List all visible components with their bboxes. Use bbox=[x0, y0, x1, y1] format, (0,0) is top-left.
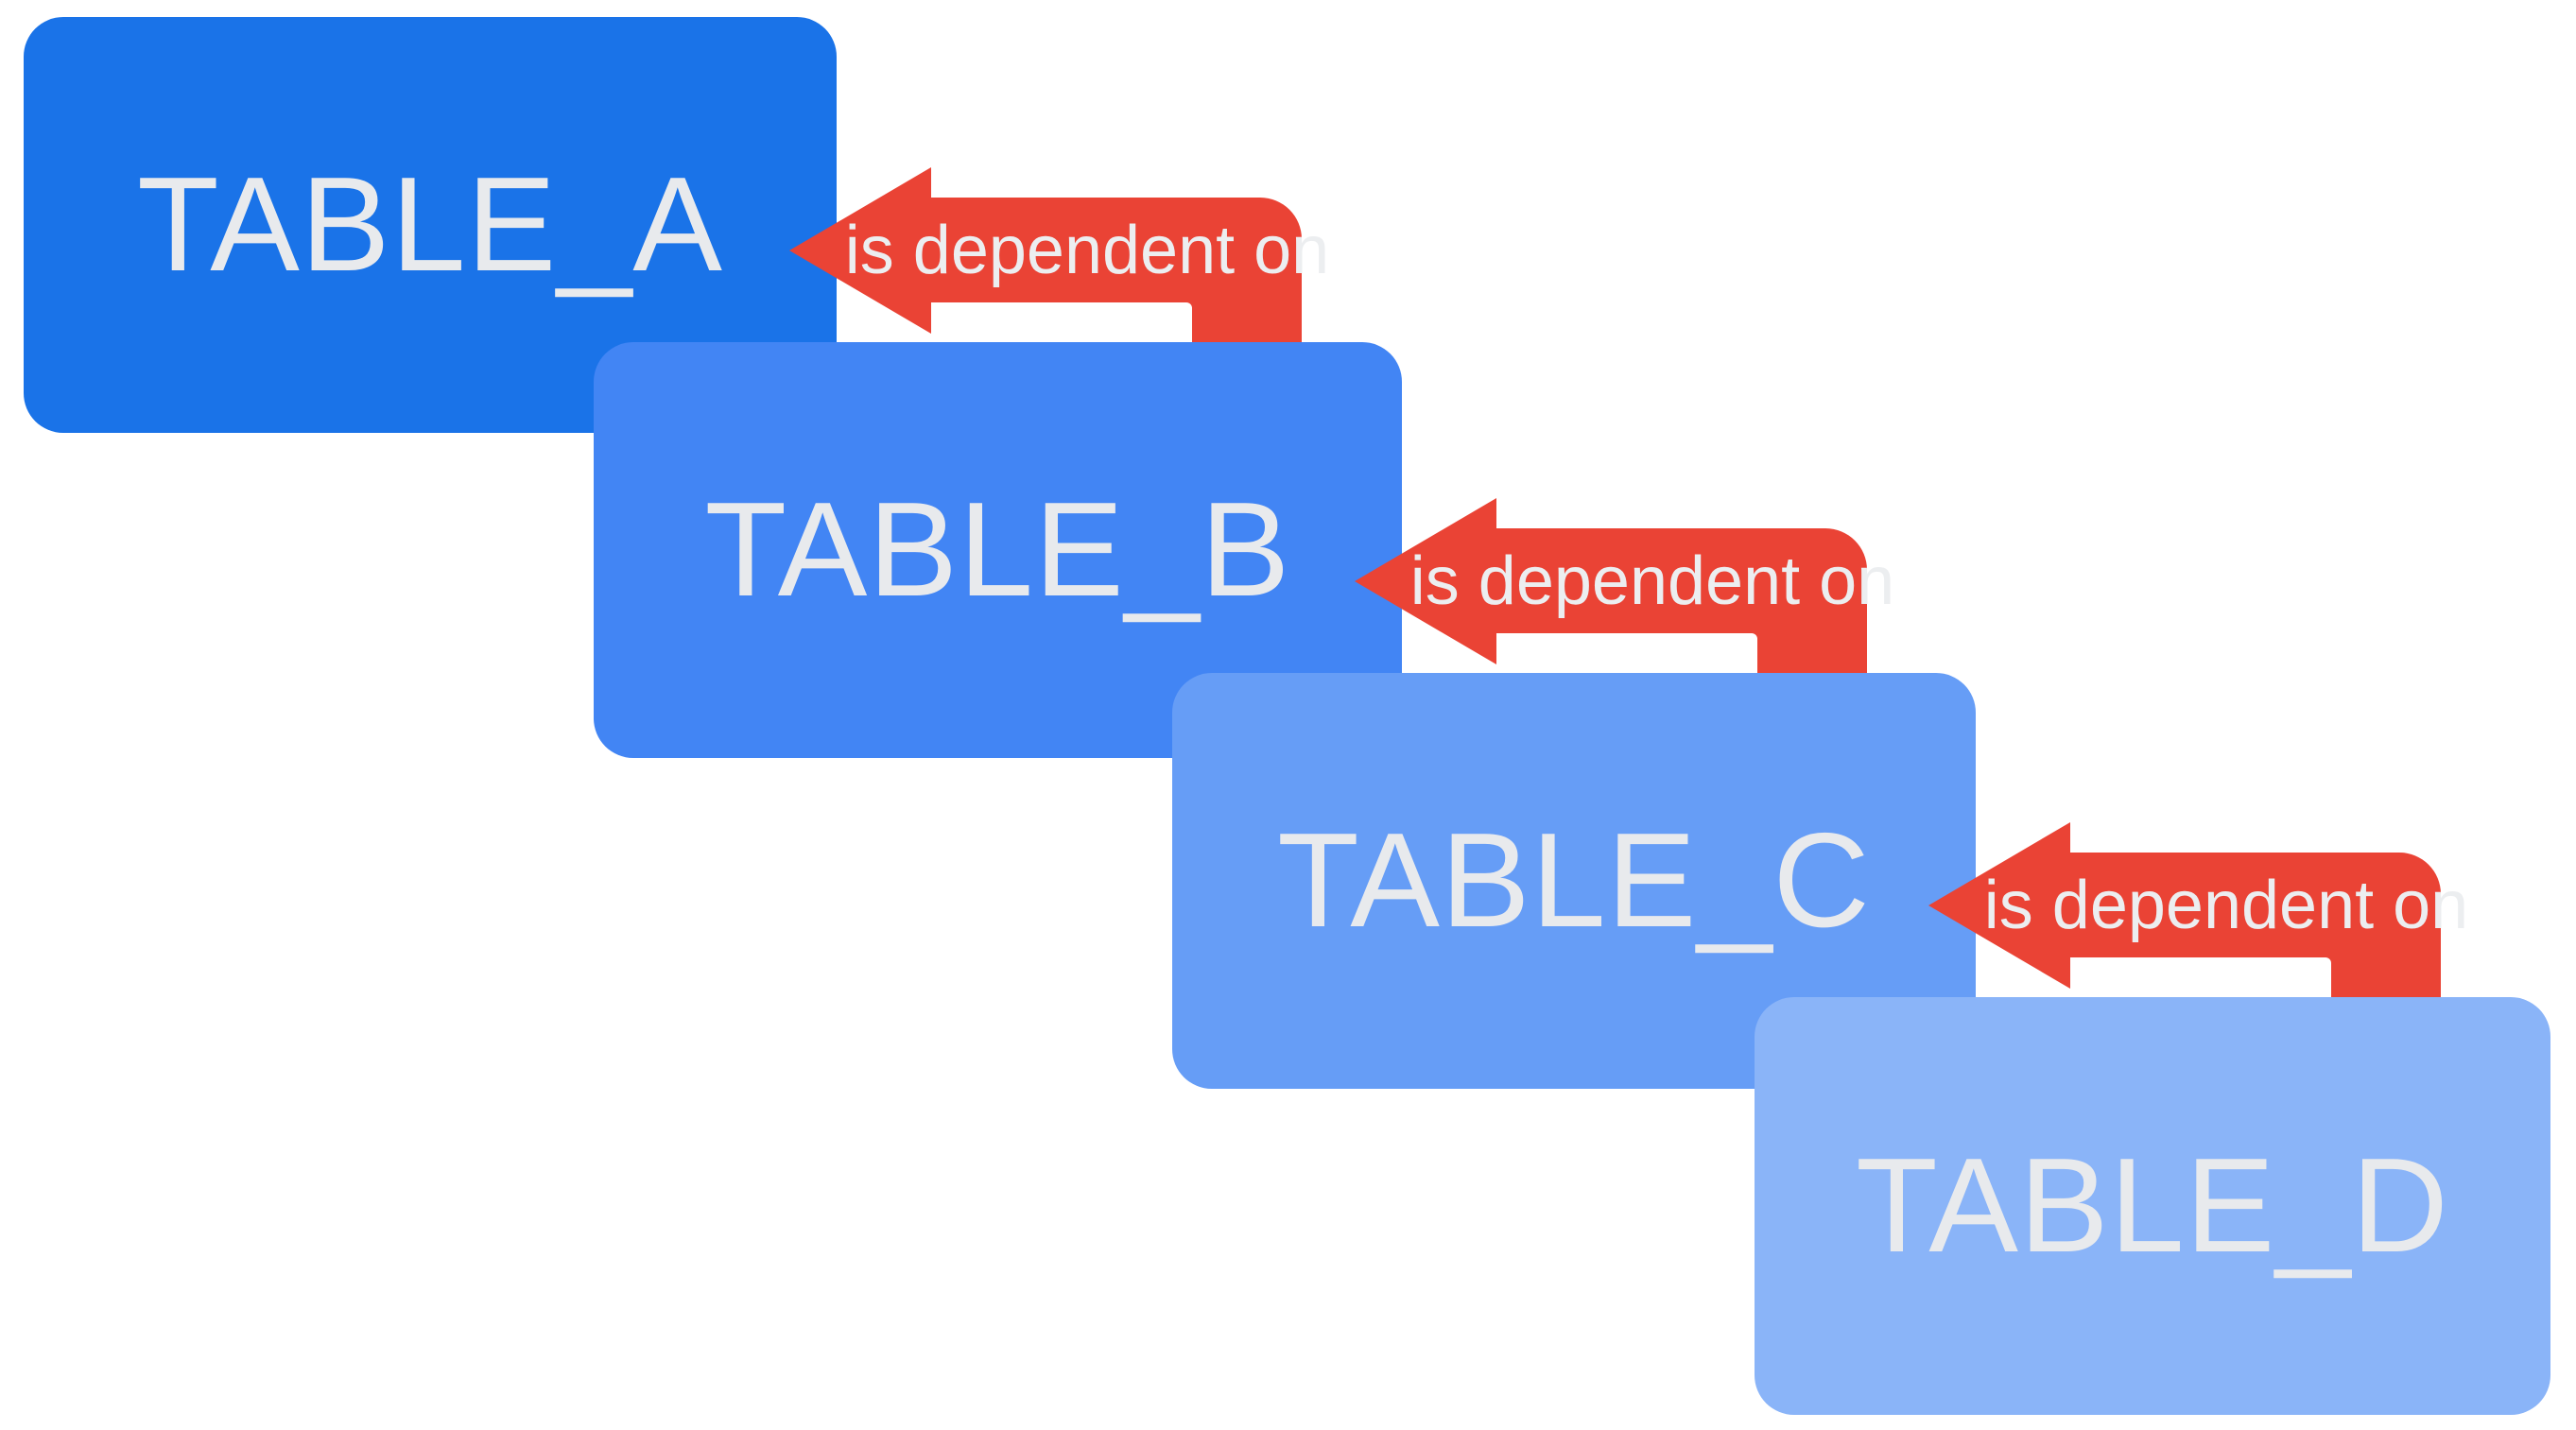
table-node-a: TABLE_A bbox=[24, 17, 837, 433]
dependency-arrow-c-to-b-icon bbox=[1355, 498, 1867, 719]
table-label-a: TABLE_A bbox=[137, 149, 723, 300]
dependency-arrow-d-to-c-icon bbox=[1928, 822, 2441, 1043]
left-arrow-shape bbox=[1928, 822, 2441, 1043]
table-label-b: TABLE_B bbox=[704, 474, 1291, 625]
table-node-d: TABLE_D bbox=[1755, 997, 2550, 1415]
table-label-c: TABLE_C bbox=[1277, 805, 1871, 956]
arrow-label-b-to-a: is dependent on bbox=[844, 213, 1330, 288]
arrow-label-c-to-b: is dependent on bbox=[1409, 543, 1895, 619]
left-arrow-shape bbox=[789, 167, 1302, 388]
arrow-label-d-to-c: is dependent on bbox=[1983, 868, 2469, 943]
dependency-arrow-b-to-a-icon bbox=[789, 167, 1302, 388]
table-label-d: TABLE_D bbox=[1856, 1130, 2449, 1281]
left-arrow-shape bbox=[1355, 498, 1867, 719]
